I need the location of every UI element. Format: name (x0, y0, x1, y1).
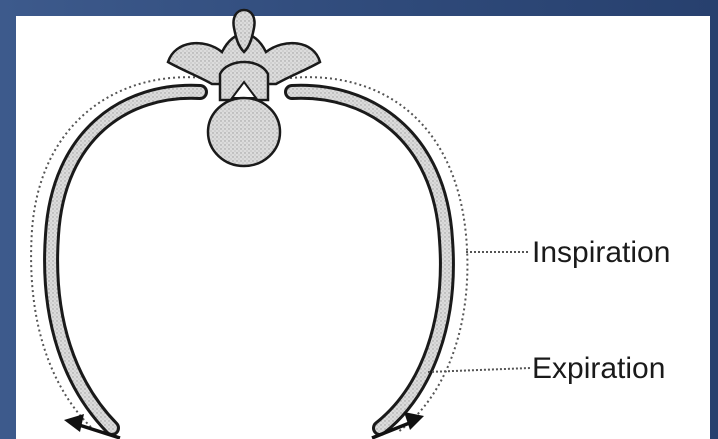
expiration-leader-line (428, 368, 530, 372)
left-rib-fill (51, 92, 200, 428)
left-arrow-head (64, 414, 84, 432)
expiration-label: Expiration (532, 352, 665, 385)
inspiration-label: Inspiration (532, 236, 670, 269)
vertebral-body (208, 98, 280, 166)
right-rib-fill (292, 92, 447, 428)
right-arrow-head (404, 412, 424, 430)
